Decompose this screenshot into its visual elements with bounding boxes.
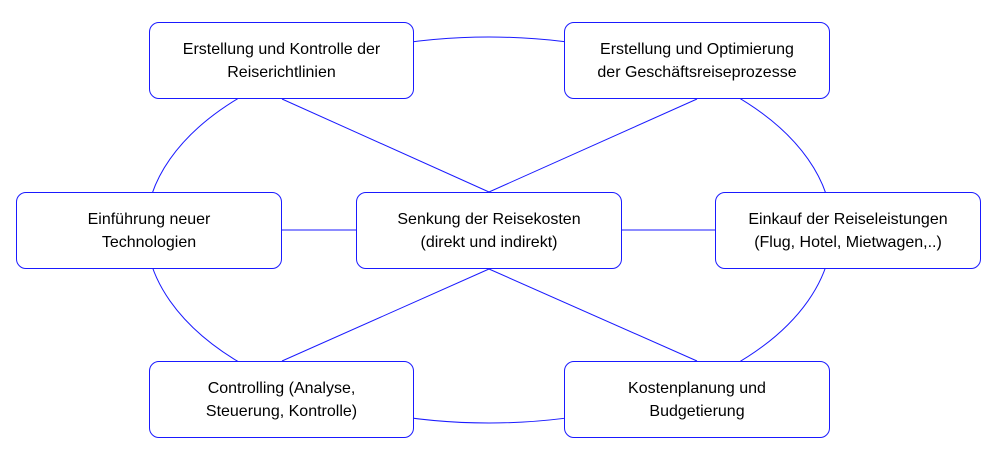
- node-kostenplanung-line1: Kostenplanung und: [628, 379, 766, 397]
- connector-richtlinien-center: [281, 98, 490, 193]
- node-controlling-line2: Steuerung, Kontrolle): [205, 402, 358, 420]
- node-reiserichtlinien-line1: Erstellung und Kontrolle der: [182, 40, 381, 58]
- node-senkung-reisekosten-line2: (direkt und indirekt): [420, 233, 558, 251]
- node-einkauf-reiseleistungen-line1: Einkauf der Reiseleistungen: [748, 210, 948, 228]
- node-geschaeftsreiseprozesse-line2: der Geschäftsreiseprozesse: [597, 63, 797, 81]
- node-technologien: Einführung neuer Technologien: [16, 192, 282, 269]
- connector-center-controlling: [281, 268, 490, 362]
- node-technologien-line1: Einführung neuer: [87, 210, 211, 228]
- node-technologien-line2: Technologien: [101, 233, 197, 251]
- node-geschaeftsreiseprozesse-line1: Erstellung und Optimierung: [600, 40, 794, 58]
- node-geschaeftsreiseprozesse: Erstellung und Optimierung der Geschäfts…: [564, 22, 830, 99]
- node-einkauf-reiseleistungen: Einkauf der Reiseleistungen (Flug, Hotel…: [715, 192, 981, 269]
- node-controlling-line1: Controlling (Analyse,: [207, 379, 356, 397]
- connector-center-kosten: [488, 268, 698, 362]
- node-reiserichtlinien: Erstellung und Kontrolle der Reiserichtl…: [149, 22, 414, 99]
- node-einkauf-reiseleistungen-line2: (Flug, Hotel, Mietwagen,..): [754, 233, 942, 251]
- node-controlling: Controlling (Analyse, Steuerung, Kontrol…: [149, 361, 414, 438]
- connector-prozesse-center: [488, 98, 698, 193]
- node-kostenplanung: Kostenplanung und Budgetierung: [564, 361, 830, 438]
- node-reiserichtlinien-line2: Reiserichtlinien: [227, 63, 336, 81]
- node-senkung-reisekosten-line1: Senkung der Reisekosten: [397, 210, 581, 228]
- node-senkung-reisekosten: Senkung der Reisekosten (direkt und indi…: [356, 192, 622, 269]
- node-kostenplanung-line2: Budgetierung: [649, 402, 745, 420]
